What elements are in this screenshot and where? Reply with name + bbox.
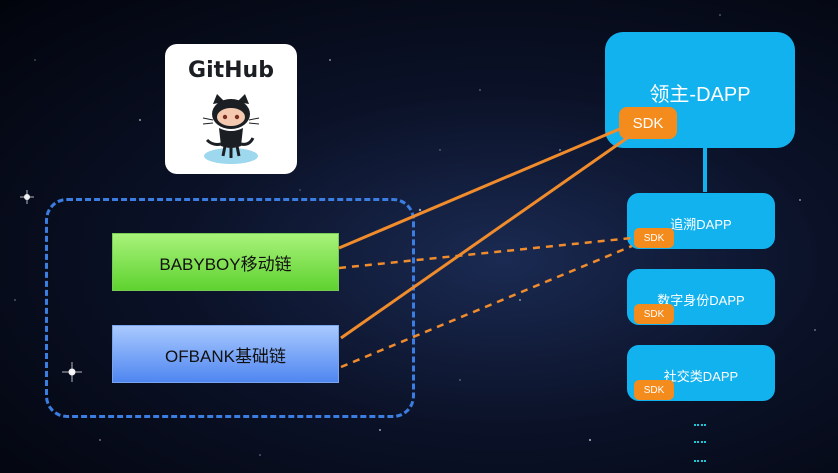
main-dapp-sdk-badge: SDK bbox=[619, 107, 677, 139]
continuation-dots bbox=[694, 424, 706, 428]
main-to-sub-connector bbox=[703, 148, 707, 192]
chain-babyboy: BABYBOY移动链 bbox=[112, 233, 339, 291]
sub-dapp-identity-label: 数字身份DAPP bbox=[657, 293, 745, 308]
sub-dapp-identity: 数字身份DAPP bbox=[627, 269, 775, 325]
continuation-dots bbox=[694, 460, 706, 464]
continuation-dots bbox=[694, 441, 706, 445]
chain-group bbox=[45, 198, 415, 418]
sub-dapp-trace-sdk-badge: SDK bbox=[634, 228, 674, 248]
main-dapp-label: 领主-DAPP bbox=[649, 84, 751, 106]
chain-ofbank: OFBANK基础链 bbox=[112, 325, 339, 383]
main-dapp-box: 领主-DAPP bbox=[605, 32, 795, 148]
sub-dapp-social-sdk-badge: SDK bbox=[634, 380, 674, 400]
github-wordmark: GitHub bbox=[188, 58, 274, 83]
github-octocat-icon bbox=[202, 94, 260, 164]
github-logo-card: GitHub bbox=[165, 44, 297, 174]
sub-dapp-identity-sdk-badge: SDK bbox=[634, 304, 674, 324]
sub-dapp-trace-label: 追溯DAPP bbox=[670, 217, 732, 232]
sub-dapp-social-label: 社交类DAPP bbox=[663, 369, 739, 384]
